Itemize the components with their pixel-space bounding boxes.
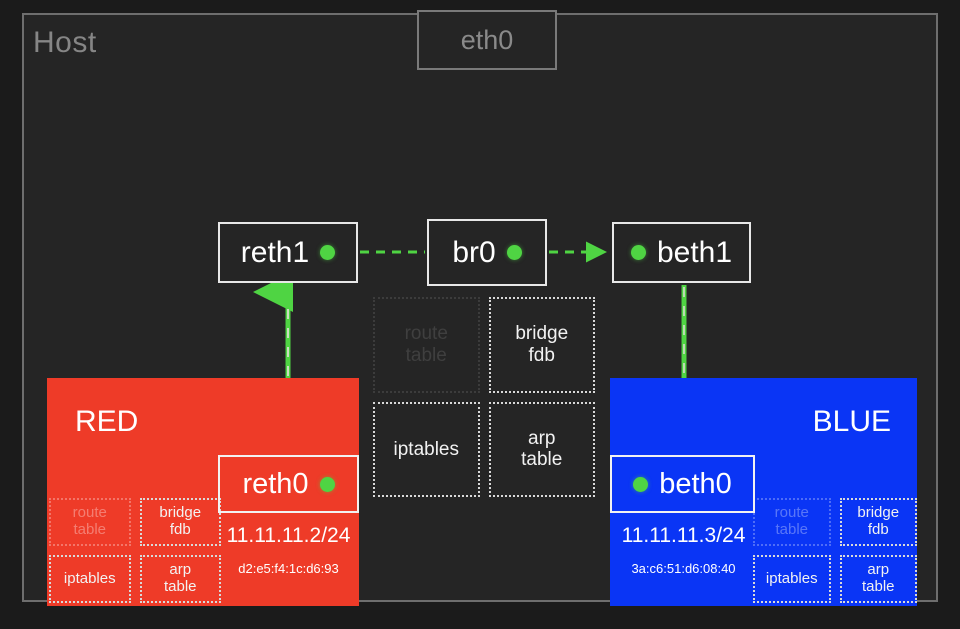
namespace-red-address-block: 11.11.11.2/24 d2:e5:f4:1c:d6:93 [218, 525, 359, 575]
namespace-red-ip: 11.11.11.2/24 [226, 524, 351, 547]
namespace-red-arp-table-line1: arp [169, 561, 192, 579]
link-status-dot [633, 476, 649, 492]
interface-eth0[interactable]: eth0 [417, 10, 557, 70]
namespace-red-bridge-fdb: bridge fdb [139, 498, 221, 546]
namespace-blue-arp-table-line1: arp [867, 561, 890, 579]
interface-beth1[interactable]: beth1 [612, 222, 751, 283]
namespace-red-bridge-fdb-line2: fdb [169, 521, 191, 538]
namespace-blue-route-table: route table [753, 498, 831, 546]
interface-eth0-label: eth0 [460, 24, 514, 55]
namespace-blue-tables-grid: route table bridge fdb iptables arp tabl… [753, 498, 917, 603]
namespace-blue-arp-table: arp table [839, 555, 917, 603]
namespace-red-route-table: route table [49, 498, 131, 546]
interface-reth1[interactable]: reth1 [218, 222, 358, 283]
interface-beth0-label: beth0 [659, 467, 732, 500]
interface-beth1-label: beth1 [656, 235, 733, 269]
namespace-red-tables-grid: route table bridge fdb iptables arp tabl… [49, 498, 221, 603]
namespace-blue-bridge-fdb-line1: bridge [857, 504, 900, 522]
namespace-red: RED route table bridge fdb iptables arp … [47, 378, 359, 606]
namespace-red-route-table-line1: route [72, 504, 107, 522]
namespace-blue-iptables: iptables [753, 555, 831, 603]
namespace-blue-ip: 11.11.11.3/24 [621, 524, 746, 547]
link-status-dot [319, 476, 335, 492]
interface-reth0-label: reth0 [242, 467, 309, 500]
host-route-table-line2: table [405, 344, 447, 366]
namespace-blue-bridge-fdb-line2: fdb [867, 521, 889, 538]
host-bridge-fdb: bridge fdb [488, 297, 595, 393]
namespace-blue-title: BLUE [812, 405, 891, 438]
link-status-dot [320, 245, 336, 260]
host-arp-table-line2: table [521, 449, 563, 471]
namespace-red-route-table-line2: table [73, 521, 107, 538]
host-arp-table-line1: arp [528, 427, 556, 449]
host-route-table-line1: route [404, 323, 448, 345]
host-iptables: iptables [373, 401, 480, 497]
host-iptables-line1: iptables [393, 438, 460, 460]
namespace-red-title: RED [75, 405, 139, 438]
namespace-red-arp-table: arp table [139, 555, 221, 603]
interface-beth0[interactable]: beth0 [610, 455, 755, 513]
host-route-table: route table [373, 297, 480, 393]
link-status-dot [630, 245, 646, 260]
namespace-blue-arp-table-line2: table [861, 578, 895, 595]
namespace-blue: BLUE route table bridge fdb iptables arp… [610, 378, 917, 606]
namespace-blue-address-block: 11.11.11.3/24 3a:c6:51:d6:08:40 [612, 525, 755, 575]
host-arp-table: arp table [488, 401, 595, 497]
host-label: Host [33, 26, 97, 59]
namespace-red-iptables-line1: iptables [63, 569, 116, 587]
namespace-blue-route-table-line2: table [775, 521, 809, 538]
namespace-blue-mac: 3a:c6:51:d6:08:40 [631, 561, 736, 576]
host-bridge-fdb-line2: fdb [528, 344, 555, 366]
interface-br0-label: br0 [452, 235, 496, 269]
host-bridge-fdb-line1: bridge [515, 323, 569, 345]
interface-br0[interactable]: br0 [427, 219, 547, 286]
namespace-blue-iptables-line1: iptables [765, 569, 818, 587]
namespace-red-mac: d2:e5:f4:1c:d6:93 [238, 561, 339, 576]
interface-reth0[interactable]: reth0 [218, 455, 359, 513]
namespace-red-bridge-fdb-line1: bridge [159, 504, 202, 522]
interface-reth1-label: reth1 [240, 235, 310, 269]
namespace-red-arp-table-line2: table [163, 578, 197, 595]
namespace-blue-bridge-fdb: bridge fdb [839, 498, 917, 546]
namespace-blue-route-table-line1: route [774, 504, 809, 522]
host-tables-grid: route table bridge fdb iptables arp tabl… [373, 297, 595, 497]
link-status-dot [506, 245, 522, 260]
namespace-red-iptables: iptables [49, 555, 131, 603]
